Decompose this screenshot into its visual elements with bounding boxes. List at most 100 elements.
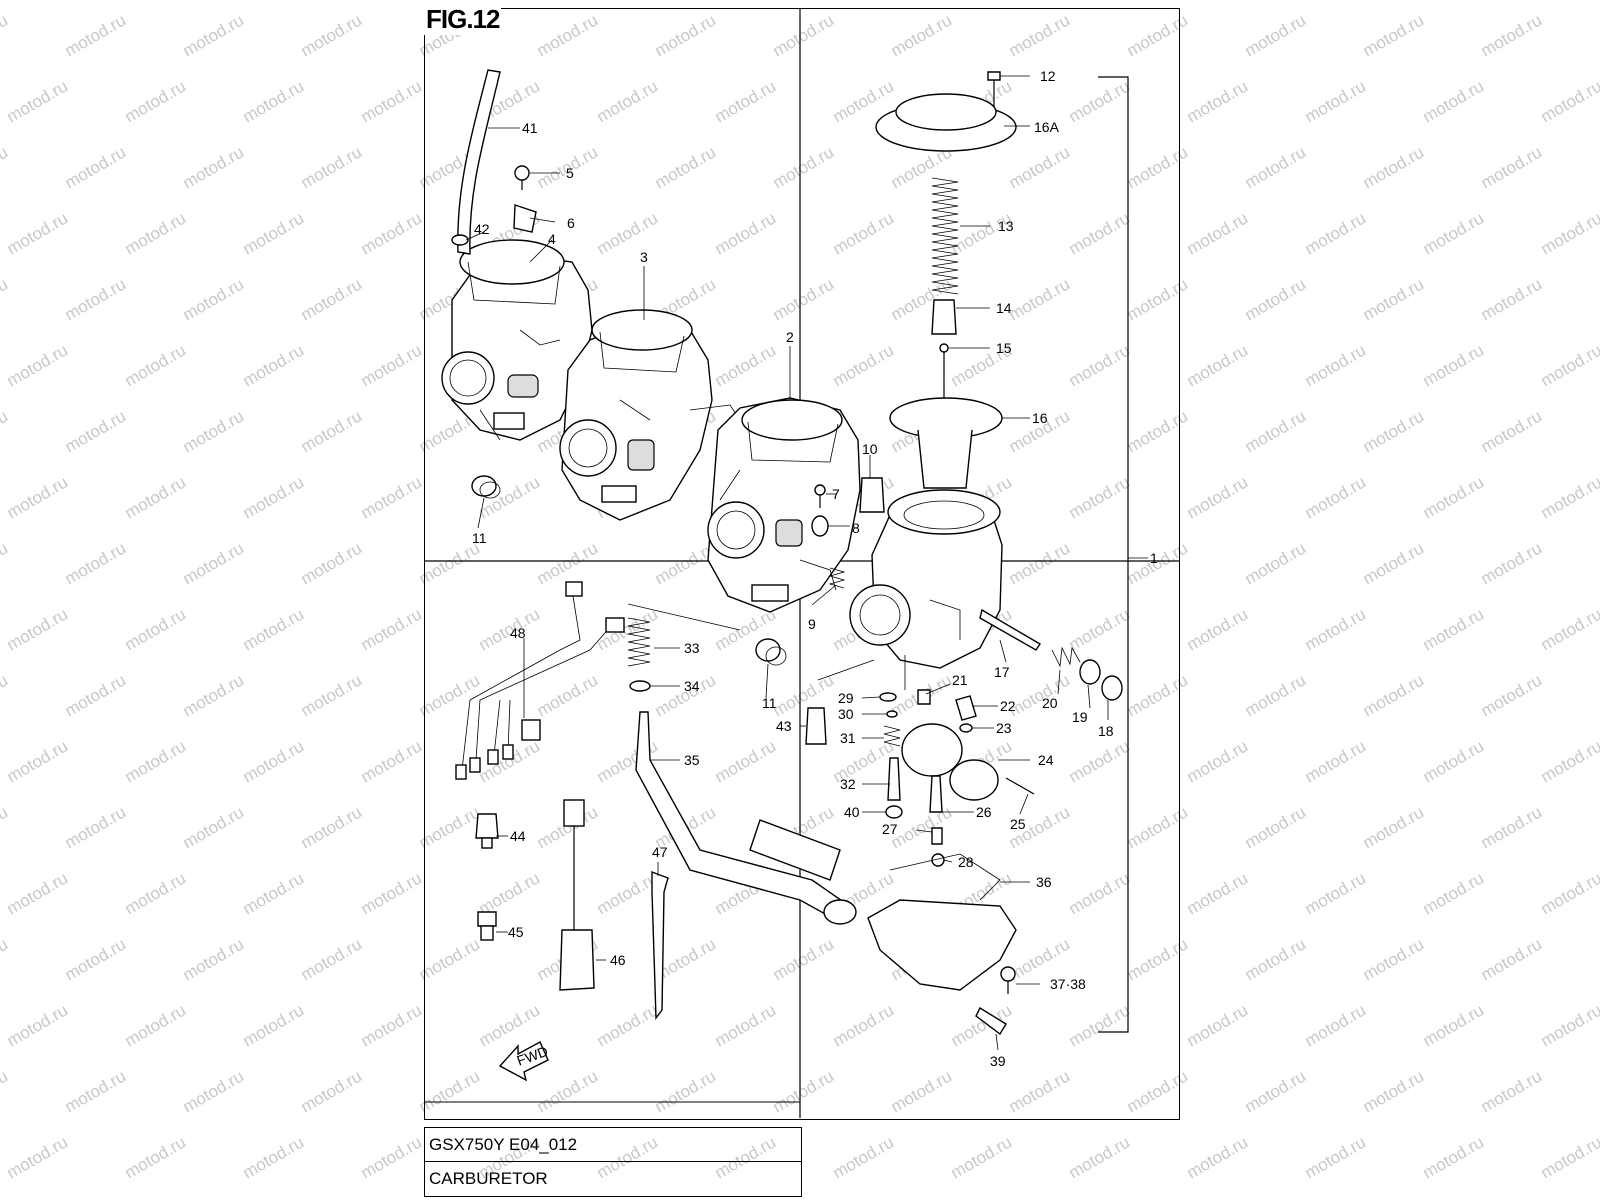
float-24 (901, 723, 999, 801)
callout-28: 28 (958, 854, 974, 870)
callout-39: 39 (990, 1053, 1006, 1069)
wire-harness-48 (455, 581, 625, 780)
callout-16: 16 (1032, 410, 1048, 426)
connector-46 (559, 799, 595, 991)
o-ring-29 (879, 692, 897, 702)
callout-48: 48 (510, 625, 526, 641)
callout-18: 18 (1098, 723, 1114, 739)
callout-42: 42 (474, 221, 490, 237)
callout-13: 13 (998, 218, 1014, 234)
needle-holder-14 (931, 299, 957, 335)
callout-43: 43 (776, 718, 792, 734)
throttle-shaft-35 (635, 711, 857, 925)
main-jet-27 (931, 827, 943, 845)
o-ring-40 (885, 805, 903, 819)
screw-12 (987, 71, 1001, 108)
callout-40: 40 (844, 804, 860, 820)
top-cap-16a (875, 93, 1017, 152)
clip-23 (959, 723, 973, 733)
callout-33: 33 (684, 640, 700, 656)
washer-30 (886, 710, 898, 718)
needle-jet-26 (929, 775, 943, 813)
callout-10: 10 (862, 441, 878, 457)
callout-29: 29 (838, 690, 854, 706)
diagram-name: CARBURETOR (425, 1161, 801, 1195)
callout-1: 1 (1150, 550, 1158, 566)
callout-47: 47 (652, 844, 668, 860)
sensor-45 (477, 911, 497, 941)
carburetor-body-1 (849, 489, 1003, 690)
callout-37-38: 37·38 (1050, 976, 1086, 992)
cable-tie-47 (651, 870, 669, 1021)
adjust-screw-17 (979, 608, 1041, 651)
spring-20 (1051, 646, 1081, 668)
callout-24: 24 (1038, 752, 1054, 768)
callout-labels: 1 2 3 4 5 6 7 8 9 10 11 11 12 13 14 15 1… (472, 68, 1158, 1069)
spring-8 (811, 515, 829, 537)
spring-11b (755, 638, 787, 666)
callout-46: 46 (610, 952, 626, 968)
callout-17: 17 (994, 664, 1010, 680)
callout-36: 36 (1036, 874, 1052, 890)
callout-11b: 11 (762, 695, 777, 711)
screw-5 (514, 165, 530, 190)
callout-15: 15 (996, 340, 1012, 356)
callout-26: 26 (976, 804, 992, 820)
screw-21 (917, 689, 931, 705)
spring-33 (627, 617, 651, 667)
cap-18 (1101, 675, 1123, 701)
callout-25: 25 (1010, 816, 1026, 832)
callout-30: 30 (838, 706, 854, 722)
sensor-44 (475, 813, 499, 849)
callout-20: 20 (1042, 695, 1058, 711)
model-code: GSX750Y E04_012 (429, 1135, 578, 1154)
fwd-arrow-icon: FWD (498, 1041, 550, 1082)
screw-3738 (1000, 966, 1016, 994)
callout-14: 14 (996, 300, 1012, 316)
carburetor-3 (559, 309, 741, 521)
callout-9: 9 (808, 616, 816, 632)
callout-3: 3 (640, 249, 648, 265)
callout-2: 2 (786, 329, 794, 345)
clip-42 (451, 234, 469, 246)
vent-tube-41 (457, 69, 501, 255)
callout-8: 8 (852, 520, 860, 536)
callout-4: 4 (548, 231, 556, 247)
drain-screw-39 (975, 1007, 1007, 1036)
spring-11a (471, 475, 501, 499)
callout-6: 6 (567, 215, 575, 231)
callout-5: 5 (566, 165, 574, 181)
washer-34 (629, 680, 651, 692)
spring-13 (931, 177, 959, 295)
callout-45: 45 (508, 924, 524, 940)
callout-22: 22 (1000, 698, 1016, 714)
figure-title: FIG.12 (424, 4, 502, 35)
spring-31 (883, 725, 901, 747)
callout-34: 34 (684, 678, 700, 694)
washer-19 (1079, 659, 1101, 685)
bracket-6 (513, 204, 537, 233)
callout-12: 12 (1040, 68, 1056, 84)
float-bowl-36 (867, 853, 1017, 991)
plug-43 (805, 707, 827, 745)
screw-7 (814, 484, 826, 508)
piston-diaphragm-16 (889, 397, 1003, 489)
callout-16a: 16A (1034, 119, 1060, 135)
diagram-frame (424, 8, 1180, 1120)
carburetor-2 (707, 397, 861, 613)
cap-10 (859, 477, 885, 513)
callout-32: 32 (840, 776, 856, 792)
callout-19: 19 (1072, 709, 1088, 725)
assembly-bracket (1098, 76, 1129, 1033)
leader-lines (465, 75, 1148, 1051)
callout-35: 35 (684, 752, 700, 768)
callout-31: 31 (840, 730, 856, 746)
callout-41: 41 (522, 120, 538, 136)
pin-25 (1005, 777, 1035, 795)
spring-9 (828, 567, 846, 589)
callout-7: 7 (832, 486, 840, 502)
title-block: GSX750Y E04_012 CARBURETOR (424, 1127, 802, 1197)
callout-27: 27 (882, 821, 898, 837)
callout-11a: 11 (472, 530, 487, 546)
